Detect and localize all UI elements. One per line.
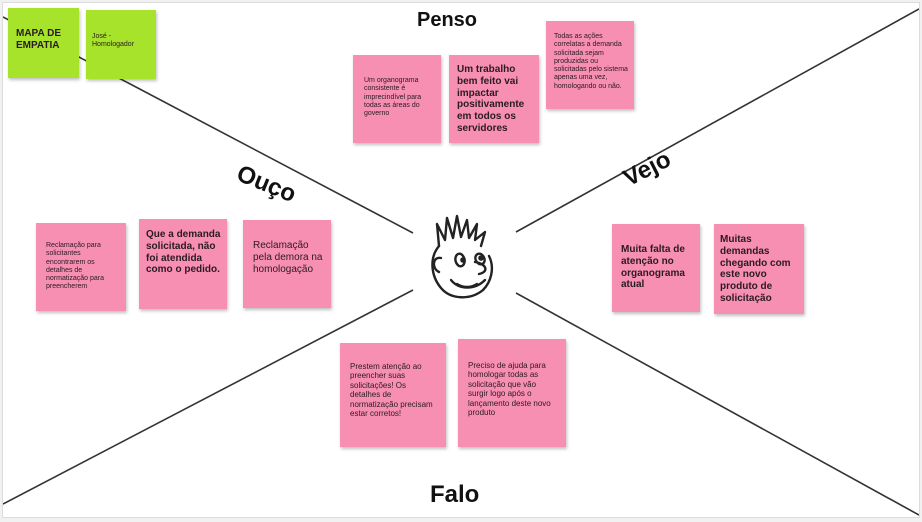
- penso-note-1-text: Um organograma consistente é imprecindív…: [364, 77, 422, 117]
- divider-top-right: [515, 8, 919, 233]
- section-falo-label: Falo: [430, 481, 480, 508]
- quadrant-lines: [3, 8, 919, 516]
- persona-text: José - Homologador: [92, 33, 135, 49]
- ouco-note-1[interactable]: Reclamação para solicitantes encontrarem…: [36, 223, 126, 311]
- vejo-note-2-text: Muitas demandas chegando com este novo p…: [720, 234, 791, 304]
- ouco-note-1-text: Reclamação para solicitantes encontrarem…: [46, 242, 104, 291]
- map-title-note[interactable]: MAPA DE EMPATIA: [8, 8, 79, 78]
- ouco-note-2-text: Que a demanda solicitada, não foi atendi…: [146, 229, 221, 276]
- falo-note-1[interactable]: Prestem atenção ao preencher suas solici…: [340, 343, 446, 447]
- ouco-note-2[interactable]: Que a demanda solicitada, não foi atendi…: [139, 219, 227, 309]
- penso-note-2[interactable]: Um trabalho bem feito vai impactar posit…: [449, 55, 539, 143]
- penso-note-2-text: Um trabalho bem feito vai impactar posit…: [457, 64, 525, 134]
- divider-bottom-right: [515, 292, 919, 516]
- vejo-note-2[interactable]: Muitas demandas chegando com este novo p…: [714, 224, 804, 314]
- divider-bottom-left: [3, 289, 414, 505]
- ouco-note-3-text: Reclamação pela demora na homologação: [253, 240, 323, 275]
- penso-note-1[interactable]: Um organograma consistente é imprecindív…: [353, 55, 441, 143]
- falo-note-2-text: Preciso de ajuda para homologar todas as…: [468, 361, 551, 418]
- falo-note-2[interactable]: Preciso de ajuda para homologar todas as…: [458, 339, 566, 447]
- sketched-face-icon: [431, 214, 494, 299]
- ouco-note-3[interactable]: Reclamação pela demora na homologação: [243, 220, 331, 308]
- map-title-text: MAPA DE EMPATIA: [16, 28, 61, 51]
- falo-note-1-text: Prestem atenção ao preencher suas solici…: [350, 362, 433, 419]
- section-penso-label: Penso: [417, 9, 478, 31]
- penso-note-3-text: Todas as ações correlatas a demanda soli…: [554, 33, 628, 90]
- vejo-note-1[interactable]: Muita falta de atenção no organograma at…: [612, 224, 700, 312]
- persona-note[interactable]: José - Homologador: [86, 10, 156, 79]
- vejo-note-1-text: Muita falta de atenção no organograma at…: [621, 244, 685, 291]
- penso-note-3[interactable]: Todas as ações correlatas a demanda soli…: [546, 21, 634, 109]
